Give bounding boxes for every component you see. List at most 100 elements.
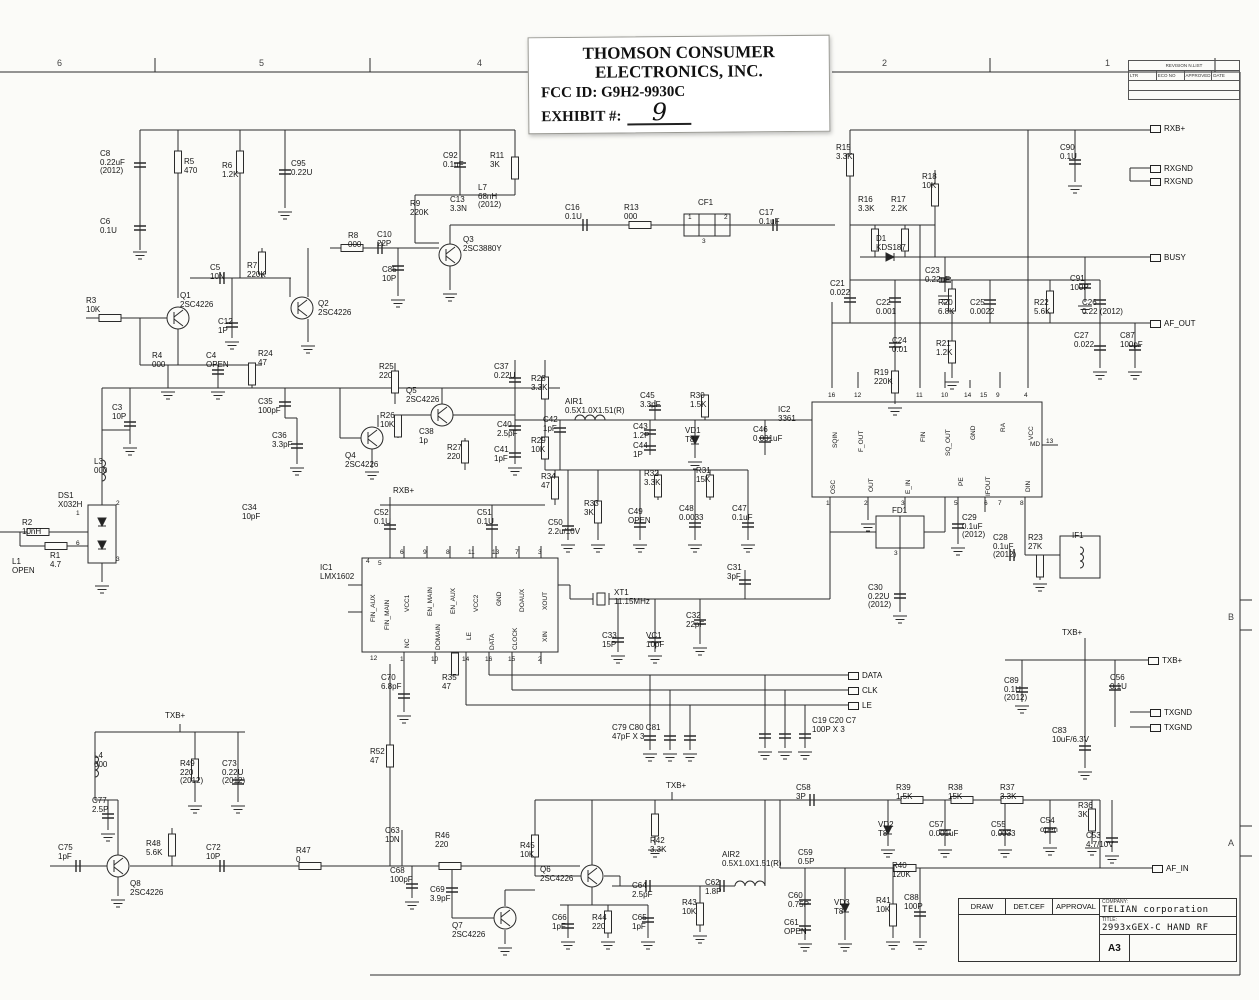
sticker-company-line1: THOMSON CONSUMER xyxy=(582,42,775,63)
revision-col-eco: ECO NO xyxy=(1157,71,1185,80)
component-label-c43: C43 1.2P xyxy=(633,422,650,440)
component-label-r23: R23 27K xyxy=(1028,533,1043,551)
component-label-c22: C22 0.001 xyxy=(876,298,897,316)
ic-pin-e_in: E_IN xyxy=(905,479,912,494)
component-label-c65: C65 1pF xyxy=(632,913,647,931)
component-label-c55: C55 0.0033 xyxy=(991,820,1016,838)
port-box-icon xyxy=(1150,177,1161,186)
pin-number: 12 xyxy=(854,392,862,399)
company-label: COMPANY: xyxy=(1102,899,1129,905)
component-label-c27: C27 0.022 xyxy=(1074,331,1095,349)
component-label-r40: R40 120K xyxy=(892,861,911,879)
pin-number: 15 xyxy=(980,392,988,399)
component-label-q3: Q3 2SC3880Y xyxy=(463,235,502,253)
component-label-c38: C38 1p xyxy=(419,427,434,445)
pin-number: 6 xyxy=(984,500,988,507)
component-label-r27: R27 220 xyxy=(447,443,462,461)
ic-pin-vcc2: VCC2 xyxy=(473,594,480,612)
pin-number: 1 xyxy=(76,510,80,517)
component-label-txb-: TXB+ xyxy=(1062,628,1083,637)
component-label-c53: C53 4.7/10V xyxy=(1086,831,1114,849)
component-label-cf1: CF1 xyxy=(698,198,714,207)
component-label-c30: C30 0.22U (2012) xyxy=(868,583,892,609)
port-box-icon xyxy=(1150,164,1161,173)
component-label-r28: R28 3.3K xyxy=(531,374,548,392)
component-label-txb-: TXB+ xyxy=(666,781,687,790)
component-label-c70: C70 6.8pF xyxy=(381,673,402,691)
component-label-c63: C63 10N xyxy=(385,826,400,844)
component-label-c72: C72 10P xyxy=(206,843,221,861)
component-label-r36: R36 3K xyxy=(1078,801,1093,819)
component-label-c89: C89 0.1U (2012) xyxy=(1004,676,1028,702)
component-label-r31: R31 15K xyxy=(696,466,711,484)
component-label-r19: R19 220K xyxy=(874,368,893,386)
component-label-c10: C10 22P xyxy=(377,230,392,248)
ic-pin-ifout: IFOUT xyxy=(985,476,992,497)
component-label-q1: Q1 2SC4226 xyxy=(180,291,214,309)
port-label: TXB+ xyxy=(1162,656,1183,665)
ic-pin-gnd: GND xyxy=(496,591,503,606)
ic-pin-fin_aux: FIN_AUX xyxy=(370,594,377,622)
port-rxb-: RXB+ xyxy=(1150,124,1185,133)
component-label-r38: R38 15K xyxy=(948,783,963,801)
component-label-c32: C32 22pF xyxy=(686,611,705,629)
pin-number: 7 xyxy=(515,549,519,556)
port-txgnd: TXGND xyxy=(1150,723,1192,732)
pin-number: 2 xyxy=(864,500,868,507)
component-label-c36: C36 3.3pF xyxy=(272,431,293,449)
title-block: DRAW DET.CEF APPROVAL COMPANY: TELIAN co… xyxy=(958,898,1237,962)
sticker-exhibit-number: 9 xyxy=(627,98,692,126)
component-label-r41: R41 10K xyxy=(876,896,891,914)
component-label-c92: C92 0.1uF xyxy=(443,151,464,169)
component-label-rxb-: RXB+ xyxy=(393,486,415,495)
pin-number: 1 xyxy=(400,656,404,663)
sticker-company-line2: ELECTRONICS, INC. xyxy=(594,61,763,82)
component-label-c46: C46 0.001uF xyxy=(753,425,783,443)
component-label-r34: R34 47 xyxy=(541,472,556,490)
revision-col-date: DATE xyxy=(1213,73,1225,78)
component-label-fd1: FD1 xyxy=(892,506,908,515)
revision-table: REVISION N.LIST LTR ECO NO APPROVED DATE xyxy=(1128,60,1240,100)
revision-table-title: REVISION N.LIST xyxy=(1129,61,1239,71)
component-label-r2: R2 10nH xyxy=(22,518,42,536)
pin-number: 3 xyxy=(116,556,120,563)
pin-number: 3 xyxy=(894,550,898,557)
pin-number: 11 xyxy=(916,392,923,399)
port-box-icon xyxy=(1152,864,1163,873)
ic-pin-le: LE xyxy=(466,632,473,640)
revision-col-approved: APPROVED xyxy=(1185,71,1213,80)
component-label-c40: C40 2.5pF xyxy=(497,420,518,438)
ic-pin-din: DIN xyxy=(1025,480,1032,492)
pin-number: 2 xyxy=(538,656,542,663)
component-label-r25: R25 220 xyxy=(379,362,394,380)
pin-number: 2 xyxy=(116,500,120,507)
revision-empty-row xyxy=(1129,81,1239,91)
port-af_out: AF_OUT xyxy=(1150,319,1196,328)
component-label-r16: R16 3.3K xyxy=(858,195,875,213)
component-label-c64: C64 2.5pF xyxy=(632,881,653,899)
component-label-r15: R15 3.3K xyxy=(836,143,853,161)
component-label-c62: C62 1.8P xyxy=(705,878,722,896)
component-label-c77: C77 2.5P xyxy=(92,796,109,814)
component-label-r6: R6 1.2K xyxy=(222,161,239,179)
component-label-r48: R48 5.6K xyxy=(146,839,163,857)
component-label-c87: C87 100pF xyxy=(1120,331,1143,349)
component-label-ic1: IC1 LMX1602 xyxy=(320,563,355,581)
component-label-c6: C6 0.1U xyxy=(100,217,117,235)
pin-number: 13 xyxy=(1046,438,1054,445)
port-label: CLK xyxy=(862,686,878,695)
zone-label-1: 1 xyxy=(1105,58,1111,68)
ic-pin-sqin: SQIN xyxy=(832,432,839,448)
component-label-q6: Q6 2SC4226 xyxy=(540,865,574,883)
component-label-r9: R9 220K xyxy=(410,199,429,217)
port-box-icon xyxy=(1150,319,1161,328)
port-label: RXB+ xyxy=(1164,124,1186,133)
pin-number: 16 xyxy=(485,656,493,663)
pin-number: 11 xyxy=(468,549,475,556)
component-label-c24: C24 0.01 xyxy=(892,336,908,354)
ic-pin-md: MD xyxy=(1030,441,1041,448)
pin-number: 4 xyxy=(366,558,370,565)
component-label-r18: R18 10K xyxy=(922,172,937,190)
